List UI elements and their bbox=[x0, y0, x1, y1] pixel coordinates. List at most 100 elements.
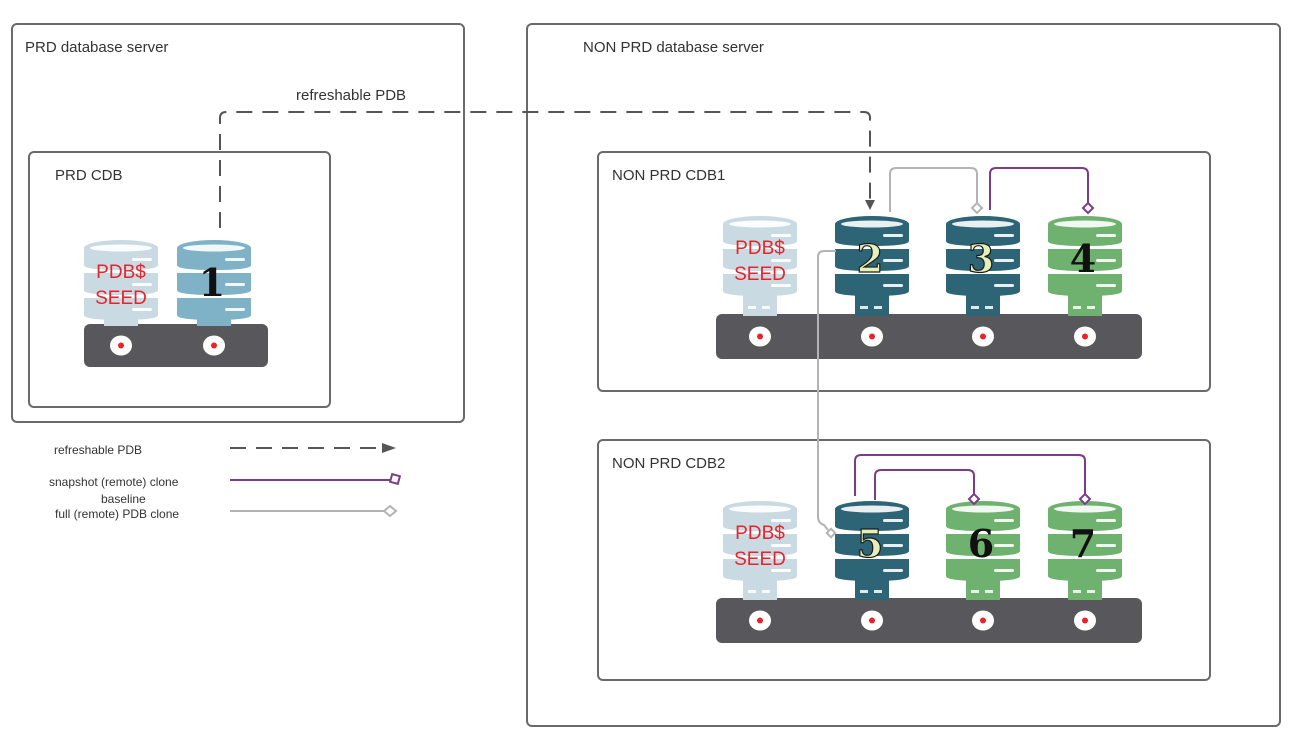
db-disk-band bbox=[946, 534, 1020, 556]
db-band-highlight bbox=[883, 284, 903, 287]
database-3[interactable]: 3 bbox=[946, 216, 1020, 316]
legend-label-snapshot: snapshot (remote) clone bbox=[49, 475, 179, 489]
rack-slot-led bbox=[980, 617, 986, 624]
database-1[interactable]: 1 bbox=[177, 240, 251, 326]
db-top-highlight bbox=[1054, 220, 1116, 228]
db-neck-slot bbox=[985, 590, 993, 593]
db-neck-slot bbox=[860, 590, 868, 593]
db-disk-band bbox=[835, 534, 909, 556]
legend: refreshable PDB snapshot (remote) clone … bbox=[49, 443, 402, 521]
db-neck-slot bbox=[1087, 590, 1095, 593]
database-number: 1 bbox=[199, 260, 225, 305]
db-band-highlight bbox=[771, 544, 791, 547]
diamond-end-icon bbox=[1081, 201, 1095, 215]
seed-label-line2: SEED bbox=[95, 288, 147, 309]
database-5[interactable]: 5 bbox=[835, 501, 909, 600]
db-disk-band bbox=[946, 559, 1020, 581]
database-6[interactable]: 6 bbox=[946, 501, 1020, 600]
db-disk-band bbox=[946, 249, 1020, 271]
db-disk-band bbox=[1048, 249, 1122, 271]
db-band-highlight bbox=[883, 519, 903, 522]
rack-slot-led bbox=[211, 342, 217, 349]
diamond-end-icon bbox=[967, 492, 981, 506]
db-band-highlight bbox=[225, 258, 245, 261]
db-top-highlight bbox=[841, 505, 903, 513]
seed-label-line1: PDB$ bbox=[735, 238, 785, 259]
db-top-highlight bbox=[729, 505, 791, 513]
db-band-highlight bbox=[771, 284, 791, 287]
db-top-highlight bbox=[841, 220, 903, 228]
snapshot-connector-5-to-6 bbox=[874, 469, 975, 500]
refreshable-connector-label: refreshable PDB bbox=[296, 87, 406, 104]
db-neck-slot bbox=[985, 306, 993, 309]
non-prd-cdb2-rack bbox=[716, 598, 1142, 643]
rack-slot-led bbox=[980, 333, 986, 340]
database-number: 4 bbox=[1070, 236, 1096, 281]
database-number: 5 bbox=[857, 521, 883, 566]
db-band-highlight bbox=[883, 569, 903, 572]
db-disk-band bbox=[723, 249, 797, 271]
rack-base bbox=[716, 598, 1142, 643]
db-neck-slot bbox=[860, 306, 868, 309]
legend-label-baseline: baseline bbox=[101, 492, 146, 506]
db-disk-band bbox=[1048, 534, 1122, 556]
db-disk-band bbox=[1048, 559, 1122, 581]
db-band-highlight bbox=[994, 544, 1014, 547]
rack-slot-led bbox=[1082, 333, 1088, 340]
refreshable-connector-1-to-2 bbox=[219, 111, 875, 228]
arrow-head-icon bbox=[382, 443, 396, 453]
db-disk-band bbox=[835, 274, 909, 296]
rack-base bbox=[84, 324, 268, 367]
db-top-highlight bbox=[729, 220, 791, 228]
seed-label-line2: SEED bbox=[734, 549, 786, 570]
db-disk-band bbox=[177, 298, 251, 320]
db-top-highlight bbox=[952, 505, 1014, 513]
database-seed[interactable]: PDB$SEED bbox=[723, 501, 797, 600]
non-prd-cdb1-label: NON PRD CDB1 bbox=[612, 167, 725, 184]
db-disk-band bbox=[723, 534, 797, 556]
db-band-highlight bbox=[1096, 544, 1116, 547]
database-number: 2 bbox=[857, 236, 883, 281]
db-band-highlight bbox=[771, 519, 791, 522]
db-band-highlight bbox=[132, 308, 152, 311]
rack-slot-led bbox=[757, 333, 763, 340]
db-neck-slot bbox=[762, 306, 770, 309]
db-band-highlight bbox=[1096, 284, 1116, 287]
db-band-highlight bbox=[132, 283, 152, 286]
rack-slot-led bbox=[869, 617, 875, 624]
rack-slot-led bbox=[757, 617, 763, 624]
database-seed[interactable]: PDB$SEED bbox=[723, 216, 797, 316]
db-top-highlight bbox=[952, 220, 1014, 228]
db-neck-slot bbox=[874, 590, 882, 593]
database-number: 7 bbox=[1070, 521, 1096, 566]
database-2[interactable]: 2 bbox=[835, 216, 909, 316]
db-disk-band bbox=[835, 559, 909, 581]
db-band-highlight bbox=[225, 308, 245, 311]
db-neck-slot bbox=[1073, 306, 1081, 309]
db-band-highlight bbox=[1096, 569, 1116, 572]
diamond-end-icon bbox=[388, 472, 402, 486]
non-prd-server-label: NON PRD database server bbox=[583, 39, 764, 56]
db-disk-band bbox=[1048, 274, 1122, 296]
db-band-highlight bbox=[225, 283, 245, 286]
db-band-highlight bbox=[1096, 259, 1116, 262]
db-top-highlight bbox=[1054, 505, 1116, 513]
db-disk-band bbox=[177, 273, 251, 295]
database-7[interactable]: 7 bbox=[1048, 501, 1122, 600]
database-4[interactable]: 4 bbox=[1048, 216, 1122, 316]
db-band-highlight bbox=[883, 234, 903, 237]
diamond-end-icon bbox=[825, 527, 837, 539]
db-disk-band bbox=[946, 274, 1020, 296]
db-band-highlight bbox=[771, 259, 791, 262]
rack-slot-led bbox=[118, 342, 124, 349]
diamond-end-icon bbox=[970, 201, 984, 215]
db-band-highlight bbox=[883, 259, 903, 262]
database-number: 6 bbox=[968, 521, 994, 566]
non-prd-cdb2-label: NON PRD CDB2 bbox=[612, 455, 725, 472]
database-seed[interactable]: PDB$SEED bbox=[84, 240, 158, 326]
db-band-highlight bbox=[883, 544, 903, 547]
db-band-highlight bbox=[132, 258, 152, 261]
prd-server-label: PRD database server bbox=[25, 39, 168, 56]
db-neck-slot bbox=[762, 590, 770, 593]
